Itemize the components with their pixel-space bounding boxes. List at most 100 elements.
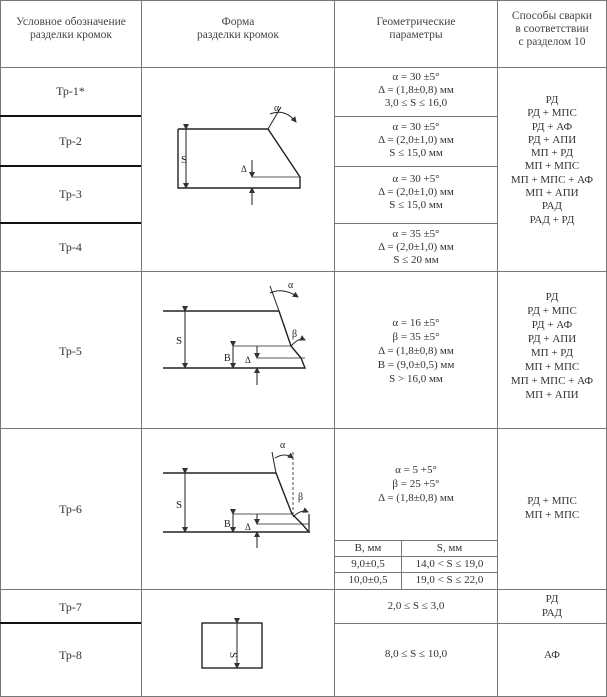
label-s: S	[181, 154, 187, 166]
param-delta: Δ = (2,0±1,0) мм	[378, 134, 454, 146]
table-border-left	[0, 0, 1, 697]
param-delta: Δ = (1,8±0,8) мм	[378, 345, 454, 357]
param-alpha: α = 35 ±5°	[392, 228, 440, 240]
params-tp5: α = 16 ±5° β = 35 ±5° Δ = (1,8±0,8) мм B…	[335, 316, 497, 386]
method-item: РАД	[541, 200, 563, 213]
square-edge-drawing: S	[201, 618, 263, 669]
label-s: S	[176, 499, 182, 511]
method-item: МП + МПС + АФ	[510, 375, 594, 387]
label-alpha: α	[280, 440, 286, 451]
header-col-code: Условное обозначение разделки кромок	[2, 16, 140, 42]
label-delta: Δ	[245, 522, 251, 532]
method-item: МП + РД	[530, 147, 574, 160]
code-tp5: Тр-5	[59, 344, 82, 358]
method-item: РД + АФ	[531, 120, 573, 133]
param-alpha: α = 30 +5°	[392, 173, 440, 185]
params-tp3: α = 30 +5° Δ = (2,0±1,0) мм S ≤ 15,0 мм	[335, 173, 497, 212]
subtable-cell: 14,0 < S ≤ 19,0	[415, 558, 484, 570]
params-tp2: α = 30 ±5° Δ = (2,0±1,0) мм S ≤ 15,0 мм	[335, 121, 497, 160]
method-item: РАД + РД	[529, 213, 575, 226]
header-col-shape: Форма разделки кромок	[142, 16, 334, 42]
row-divider-tp1	[0, 115, 141, 117]
method-item: РД	[545, 94, 559, 106]
code-tp6: Тр-6	[59, 502, 82, 516]
label-s: S	[227, 652, 239, 658]
subtable-header-b: B, мм	[354, 542, 382, 554]
label-s: S	[176, 335, 182, 347]
method-item: РД + МПС	[527, 107, 577, 120]
method-item: МП + МПС	[524, 361, 580, 373]
label-alpha: α	[288, 280, 294, 291]
method-item: РД	[545, 291, 559, 303]
param-delta: Δ = (2,0±1,0) мм	[378, 241, 454, 253]
param-alpha: α = 30 ±5°	[392, 121, 440, 133]
params-tp7: 2,0 ≤ S ≤ 3,0	[387, 600, 445, 612]
table-border-top	[0, 0, 607, 1]
code-tp2: Тр-2	[59, 134, 82, 148]
method-item: МП + АПИ	[525, 187, 579, 200]
method-item: РД	[545, 593, 559, 605]
code-tp8: Тр-8	[59, 648, 82, 662]
methods-tp6: РД + МПС МП + МПС	[498, 494, 606, 522]
bevel-drawing-tp6: S B Δ α β	[163, 440, 311, 548]
param-divider-tp1	[334, 116, 497, 117]
subtable-row-divider	[334, 572, 497, 573]
label-b: B	[224, 519, 231, 530]
header-col-methods-line2: в соответствии	[515, 23, 589, 35]
method-item: РД + АПИ	[527, 133, 577, 146]
param-s: S ≤ 20 мм	[393, 254, 439, 266]
col-divider-2	[334, 0, 335, 697]
param-delta: Δ = (2,0±1,0) мм	[378, 186, 454, 198]
header-col-methods: Способы сварки в соответствии с разделом…	[498, 10, 606, 49]
param-divider-tp2	[334, 166, 497, 167]
param-alpha: α = 16 ±5°	[392, 317, 440, 329]
subtable-cell: 9,0±0,5	[351, 558, 385, 570]
param-divider-tp3	[334, 223, 497, 224]
label-delta: Δ	[245, 355, 251, 365]
header-col-code-line1: Условное обозначение	[16, 16, 126, 28]
row-divider-tp4	[0, 271, 607, 272]
header-col-params: Геометрические параметры	[335, 16, 497, 42]
method-item: МП + МПС + АФ	[510, 173, 594, 186]
param-beta: β = 35 ±5°	[392, 331, 440, 343]
label-delta: Δ	[241, 164, 247, 174]
param-b: B = (9,0±0,5) мм	[377, 359, 455, 371]
params-tp6: α = 5 +5° β = 25 +5° Δ = (1,8±0,8) мм	[335, 463, 497, 505]
method-item: МП + МПС	[524, 509, 580, 521]
col-divider-3	[497, 0, 498, 697]
bevel-drawing-tp5: S B Δ α β	[163, 280, 307, 385]
header-col-shape-line1: Форма	[221, 16, 255, 28]
label-b: B	[224, 353, 231, 364]
methods-tp1-4: РД РД + МПС РД + АФ РД + АПИ МП + РД МП …	[498, 94, 606, 227]
param-s: 3,0 ≤ S ≤ 16,0	[384, 97, 448, 109]
param-delta: Δ = (1,8±0,8) мм	[378, 492, 454, 504]
params-tp8: 8,0 ≤ S ≤ 10,0	[384, 648, 448, 660]
subtable-top	[334, 540, 497, 541]
param-s: S > 16,0 мм	[389, 373, 443, 385]
method-item: РД + АФ	[531, 319, 573, 331]
method-item: РД + МПС	[527, 495, 577, 507]
method-item: МП + АПИ	[525, 389, 579, 401]
method-item: МП + МПС	[524, 160, 580, 173]
row-divider-tp5	[0, 428, 607, 429]
header-col-methods-line1: Способы сварки	[511, 10, 593, 22]
row-divider-tp2	[0, 165, 141, 167]
row-divider-tp7-code	[0, 622, 141, 624]
row-divider-tp6	[0, 589, 607, 590]
params-tp1: α = 30 ±5° Δ = (1,8±0,8) мм 3,0 ≤ S ≤ 16…	[335, 71, 497, 110]
param-alpha: α = 5 +5°	[395, 464, 437, 476]
label-beta: β	[292, 329, 297, 340]
header-col-shape-line2: разделки кромок	[197, 29, 279, 41]
param-alpha: α = 30 ±5°	[392, 71, 440, 83]
code-tp4: Тр-4	[59, 240, 82, 254]
header-col-code-line2: разделки кромок	[30, 29, 112, 41]
code-tp3: Тр-3	[59, 187, 82, 201]
code-tp7: Тр-7	[59, 600, 82, 614]
row-divider-tp7	[334, 623, 607, 624]
methods-tp5: РД РД + МПС РД + АФ РД + АПИ МП + РД МП …	[498, 290, 606, 402]
header-col-params-line2: параметры	[389, 29, 443, 41]
row-divider-tp3	[0, 222, 141, 224]
param-s: S ≤ 15,0 мм	[389, 199, 443, 211]
